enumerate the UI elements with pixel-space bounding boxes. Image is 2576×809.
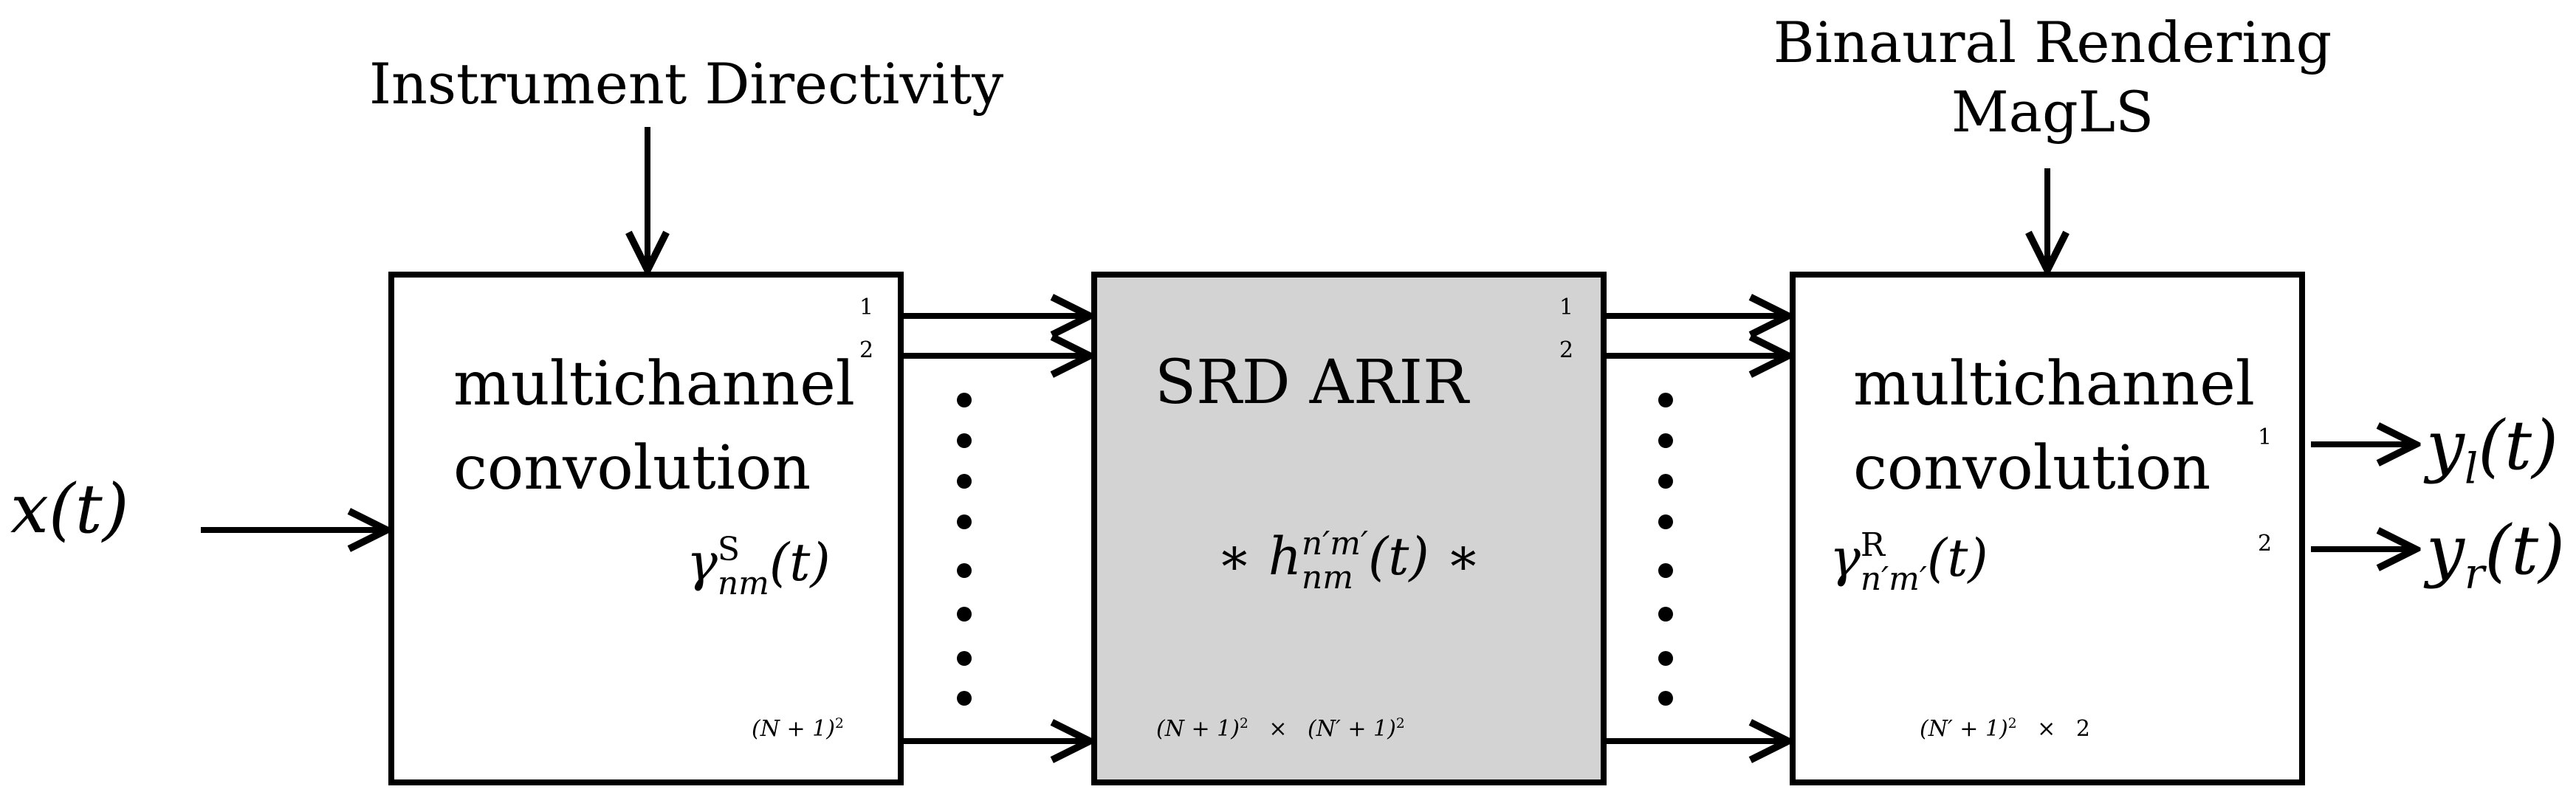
- receiver-dims-b: 2: [2075, 716, 2090, 742]
- srd-dims-x: ×: [1268, 716, 1288, 742]
- right-output-label: yr(t): [2426, 517, 2565, 595]
- receiver-dims-x: ×: [2037, 716, 2056, 742]
- source-gamma: γ: [687, 532, 718, 593]
- source-port-last-sup: 2: [834, 716, 844, 731]
- binaural-line1: Binaural Rendering: [1773, 10, 2332, 75]
- srd-dims-a: (N + 1): [1156, 716, 1240, 742]
- receiver-block-line2: convolution: [1853, 433, 2211, 503]
- source-gamma-sup: S: [717, 531, 740, 568]
- srd-block-title: SRD ARIR: [1155, 348, 1469, 418]
- left-output-tail: (t): [2478, 406, 2558, 485]
- srd-dims-b-sup: 2: [1395, 716, 1405, 731]
- binaural-line2: MagLS: [1951, 79, 2154, 145]
- receiver-port-1: 1: [2258, 424, 2273, 450]
- receiver-dims-a: (N′ + 1): [1920, 716, 2008, 742]
- srd-dims-b: (N′ + 1): [1308, 716, 1396, 742]
- srd-h-sup: n′m′: [1301, 525, 1368, 562]
- source-convolution-block: [388, 272, 904, 785]
- right-output-tail: (t): [2484, 511, 2566, 590]
- input-signal-label: x(t): [10, 469, 129, 548]
- source-port-last-text: (N + 1): [752, 716, 835, 742]
- srd-dimensions: (N + 1)2 × (N′ + 1)2: [1156, 717, 1405, 740]
- source-port-2: 2: [859, 337, 874, 363]
- source-gamma-tail: (t): [769, 532, 831, 593]
- srd-h-tail: (t) ∗: [1367, 526, 1481, 588]
- instrument-directivity-label: Instrument Directivity: [369, 51, 1004, 117]
- left-output-label: yl(t): [2426, 412, 2558, 490]
- receiver-dimensions: (N′ + 1)2 × 2: [1920, 717, 2090, 740]
- srd-arir-block: [1091, 272, 1607, 785]
- srd-h: ∗ h: [1217, 526, 1302, 588]
- srd-port-2: 2: [1559, 337, 1574, 363]
- receiver-block-line1: multichannel: [1853, 349, 2255, 419]
- srd-h-sub: nm: [1301, 559, 1353, 597]
- channel-ellipsis: [957, 393, 972, 706]
- source-block-line2: convolution: [453, 433, 811, 503]
- source-block-line1: multichannel: [453, 349, 855, 419]
- left-output-sub: l: [2464, 444, 2479, 494]
- receiver-dims-a-sup: 2: [2007, 716, 2017, 731]
- receiver-gamma-sup: R: [1860, 526, 1885, 564]
- binaural-rendering-label: Binaural Rendering MagLS: [1765, 15, 2340, 140]
- left-output-var: y: [2426, 406, 2465, 485]
- receiver-gamma: γ: [1830, 528, 1861, 589]
- srd-port-1: 1: [1559, 295, 1574, 320]
- right-output-sub: r: [2464, 549, 2485, 599]
- receiver-gamma-sub: n′m′: [1860, 560, 1927, 599]
- source-port-last: (N + 1)2: [752, 717, 844, 740]
- source-gamma-sub: nm: [717, 565, 769, 603]
- receiver-port-2: 2: [2258, 531, 2273, 557]
- source-port-1: 1: [859, 295, 874, 320]
- channel-ellipsis: [1658, 393, 1673, 706]
- receiver-gamma-tail: (t): [1926, 528, 1988, 589]
- right-output-var: y: [2426, 511, 2465, 590]
- srd-dims-a-sup: 2: [1239, 716, 1248, 731]
